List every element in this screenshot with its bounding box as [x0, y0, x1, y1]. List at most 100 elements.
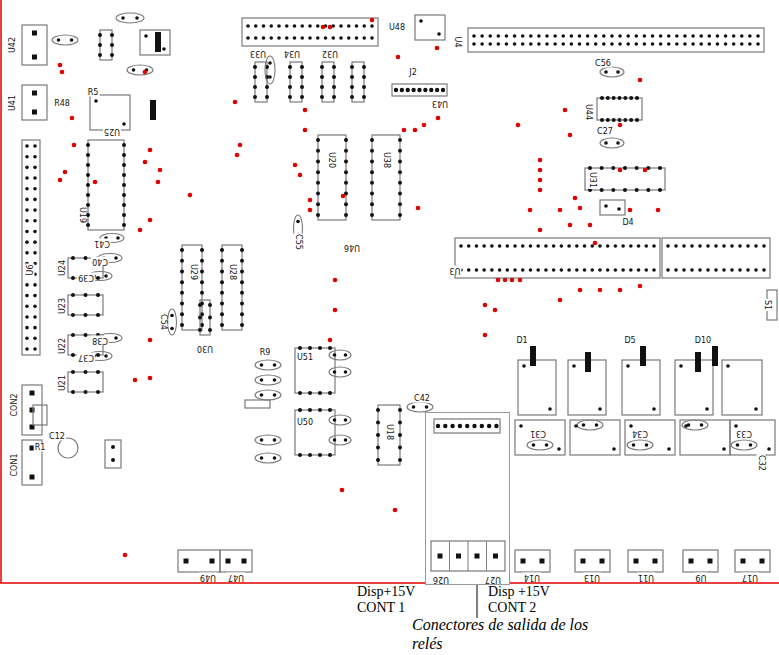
pin-pad — [557, 447, 561, 451]
part-designator: C37 — [77, 353, 95, 362]
pin-pad — [716, 42, 720, 46]
pin-pad — [634, 42, 638, 46]
part-designator: U51 — [296, 353, 314, 362]
pin-pad — [398, 149, 402, 153]
pin-pad — [529, 42, 533, 46]
pin-row — [245, 400, 270, 408]
via-dot — [538, 158, 543, 163]
pin-pad — [132, 68, 136, 72]
pin-pad — [537, 34, 541, 38]
part-designator: C54 — [159, 313, 168, 331]
pin-pad — [318, 453, 322, 457]
part-designator: U46 — [343, 243, 361, 252]
pin-pad — [96, 390, 100, 394]
pin-pad — [659, 42, 663, 46]
pin-pad — [497, 34, 501, 38]
pin-pad — [318, 346, 322, 350]
pin-pad — [253, 95, 257, 99]
pin-pad — [746, 268, 750, 272]
pin-pad — [370, 202, 374, 206]
pin-row — [392, 84, 447, 96]
pin-pad — [756, 34, 760, 38]
pin-pad — [724, 34, 728, 38]
pin-pad — [611, 188, 615, 192]
pin-pad — [472, 424, 476, 428]
part-designator: U32 — [321, 49, 339, 58]
part-designator: U33 — [249, 49, 267, 58]
diode-body — [640, 346, 646, 366]
pin-pad — [604, 204, 608, 208]
pin-pad — [679, 364, 683, 368]
pin-pad — [110, 33, 114, 37]
pin-pad — [240, 280, 244, 284]
pin-pad — [122, 193, 126, 197]
pin-pad — [71, 390, 75, 394]
pin-pad — [417, 88, 421, 92]
pin-pad — [328, 346, 332, 350]
pin-pad — [436, 424, 440, 428]
square-pad — [226, 559, 231, 564]
components — [22, 13, 777, 572]
pin-pad — [544, 268, 548, 272]
pin-pad — [635, 118, 639, 122]
pin-pad — [316, 170, 320, 174]
pin-pad — [467, 268, 471, 272]
via-dot — [436, 116, 441, 121]
pin-pad — [320, 65, 324, 69]
pin-pad — [240, 302, 244, 306]
pin-pad — [25, 315, 29, 319]
pin-pad — [246, 36, 250, 40]
via-dot — [340, 488, 345, 493]
pin-pad — [111, 458, 115, 462]
via-dot — [422, 123, 427, 128]
part-outline — [622, 360, 660, 415]
via-dot — [60, 70, 65, 75]
via-dot — [333, 308, 338, 313]
pin-pad — [344, 438, 348, 442]
via-dot — [643, 168, 648, 173]
square-pad — [689, 559, 694, 564]
pin-pad — [240, 312, 244, 316]
capacitor-outline — [627, 440, 653, 450]
terminal-block — [628, 550, 663, 572]
pin-pad — [332, 75, 336, 79]
pin-pad — [254, 24, 258, 28]
capacitor-outline — [255, 375, 281, 385]
part-designator: C33 — [735, 429, 753, 438]
pin-pad — [545, 42, 549, 46]
pin-pad — [122, 203, 126, 207]
pin-pad — [706, 268, 710, 272]
pin-pad — [362, 75, 366, 79]
part-designator: U11 — [637, 573, 655, 582]
pin-pad — [296, 220, 300, 224]
pin-pad — [623, 188, 627, 192]
via-dot — [308, 208, 313, 213]
pin-pad — [332, 85, 336, 89]
via-dot — [158, 168, 163, 173]
pin-pad — [651, 42, 655, 46]
pin-pad — [398, 181, 402, 185]
capacitor-outline — [329, 350, 351, 360]
capacitor-outline — [527, 440, 553, 450]
pin-pad — [318, 391, 322, 395]
pin-pad — [513, 34, 517, 38]
pin-pad — [480, 42, 484, 46]
pin-pad — [300, 65, 304, 69]
ic-outline — [295, 410, 335, 455]
pin-pad — [198, 316, 202, 320]
part-designator: U50 — [296, 418, 314, 427]
pin-pad — [25, 166, 29, 170]
pin-pad — [347, 36, 351, 40]
pin-pad — [277, 36, 281, 40]
capacitor-outline — [577, 420, 603, 430]
pin-pad — [25, 337, 29, 341]
pin-pad — [198, 303, 202, 307]
pin-pad — [344, 138, 348, 142]
ic-outline — [68, 295, 103, 315]
pin-pad — [220, 280, 224, 284]
pin-pad — [350, 85, 354, 89]
pin-pad — [606, 268, 610, 272]
pin-pad — [84, 293, 88, 297]
ic-outline — [352, 62, 364, 102]
